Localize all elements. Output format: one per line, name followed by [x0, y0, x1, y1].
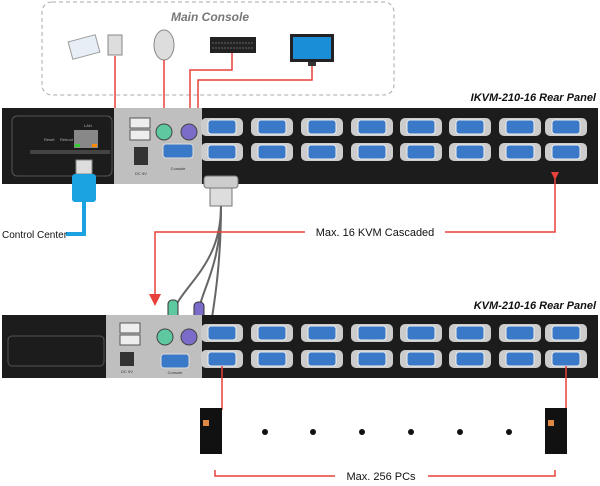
vga-port[interactable]: [251, 118, 293, 136]
reset-label: Reset: [44, 137, 55, 142]
vga-port[interactable]: [201, 118, 243, 136]
vga-port[interactable]: [201, 350, 243, 368]
dc-jack[interactable]: [134, 147, 148, 165]
main-console: Main Console: [41, 1, 395, 96]
vga-port[interactable]: [351, 350, 393, 368]
dc-label: DC 9V: [121, 369, 133, 374]
vga-port[interactable]: [545, 118, 587, 136]
vga-port[interactable]: [499, 143, 541, 161]
console-vga-port[interactable]: [160, 353, 190, 369]
ps2-keyboard-port[interactable]: [180, 328, 198, 346]
dot: [457, 429, 463, 435]
ps2-mouse-port[interactable]: [155, 123, 173, 141]
vga-port[interactable]: [400, 143, 442, 161]
vga-port[interactable]: [449, 118, 491, 136]
power-adapter-icon: [67, 34, 123, 60]
bottom-panel-title: KVM-210-16 Rear Panel: [474, 300, 597, 312]
vga-port[interactable]: [545, 324, 587, 342]
ikvm-rear-panel: LAN Reset Reboot DC 9V Console: [2, 108, 598, 184]
console-vga-port[interactable]: [162, 143, 194, 159]
control-center-label: Control Center: [2, 230, 68, 241]
vga-port[interactable]: [301, 324, 343, 342]
vga-port[interactable]: [301, 143, 343, 161]
dot: [408, 429, 414, 435]
cascade-label: Max. 16 KVM Cascaded: [316, 227, 435, 239]
kvm-rear-panel: DC 9V Console: [2, 315, 598, 378]
lan-label: LAN: [84, 123, 92, 128]
monitor-icon: [290, 34, 334, 66]
dot: [262, 429, 268, 435]
vga-port[interactable]: [351, 324, 393, 342]
vga-port[interactable]: [351, 143, 393, 161]
vga-port[interactable]: [400, 118, 442, 136]
lan-cable: [66, 159, 96, 236]
usb-port[interactable]: [129, 117, 151, 129]
usb-port[interactable]: [129, 129, 151, 141]
usb-port[interactable]: [119, 322, 141, 334]
vga-port[interactable]: [449, 143, 491, 161]
vga-port[interactable]: [499, 324, 541, 342]
ps2-mouse-port[interactable]: [156, 328, 174, 346]
vga-port[interactable]: [499, 118, 541, 136]
vga-port[interactable]: [449, 350, 491, 368]
dot: [506, 429, 512, 435]
vga-port[interactable]: [545, 350, 587, 368]
vga-port[interactable]: [400, 350, 442, 368]
pc-tower-icon: [200, 408, 222, 454]
vga-port[interactable]: [301, 350, 343, 368]
mouse-icon: [153, 29, 175, 61]
dc-jack[interactable]: [120, 352, 134, 366]
main-console-title: Main Console: [171, 10, 249, 24]
cascade-line: [155, 172, 556, 300]
keyboard-icon: [210, 37, 256, 53]
vga-port[interactable]: [301, 118, 343, 136]
dc-label: DC 9V: [135, 171, 147, 176]
vga-port[interactable]: [251, 350, 293, 368]
pcs-label: Max. 256 PCs: [346, 471, 416, 483]
lan-port[interactable]: [74, 130, 98, 148]
console-label: Console: [168, 370, 183, 375]
vga-port[interactable]: [201, 143, 243, 161]
vga-port[interactable]: [499, 350, 541, 368]
dot: [310, 429, 316, 435]
reboot-label: Reboot: [60, 137, 74, 142]
vga-port[interactable]: [251, 324, 293, 342]
pc-tower-icon: [545, 408, 567, 454]
ps2-keyboard-port[interactable]: [180, 123, 198, 141]
vga-port[interactable]: [400, 324, 442, 342]
vga-port[interactable]: [449, 324, 491, 342]
vga-port[interactable]: [201, 324, 243, 342]
vga-port[interactable]: [351, 118, 393, 136]
top-panel-title: IKVM-210-16 Rear Panel: [471, 92, 597, 104]
dot: [359, 429, 365, 435]
vga-port[interactable]: [545, 143, 587, 161]
console-label: Console: [171, 166, 186, 171]
ellipsis-dots: [262, 429, 512, 435]
vga-port[interactable]: [251, 143, 293, 161]
usb-port[interactable]: [119, 334, 141, 346]
